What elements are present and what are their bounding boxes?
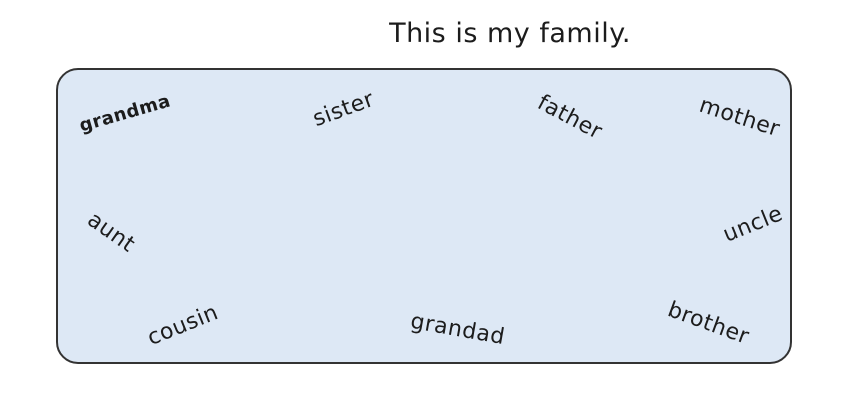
- family-words-panel: [56, 68, 792, 364]
- page-title: This is my family.: [389, 18, 631, 49]
